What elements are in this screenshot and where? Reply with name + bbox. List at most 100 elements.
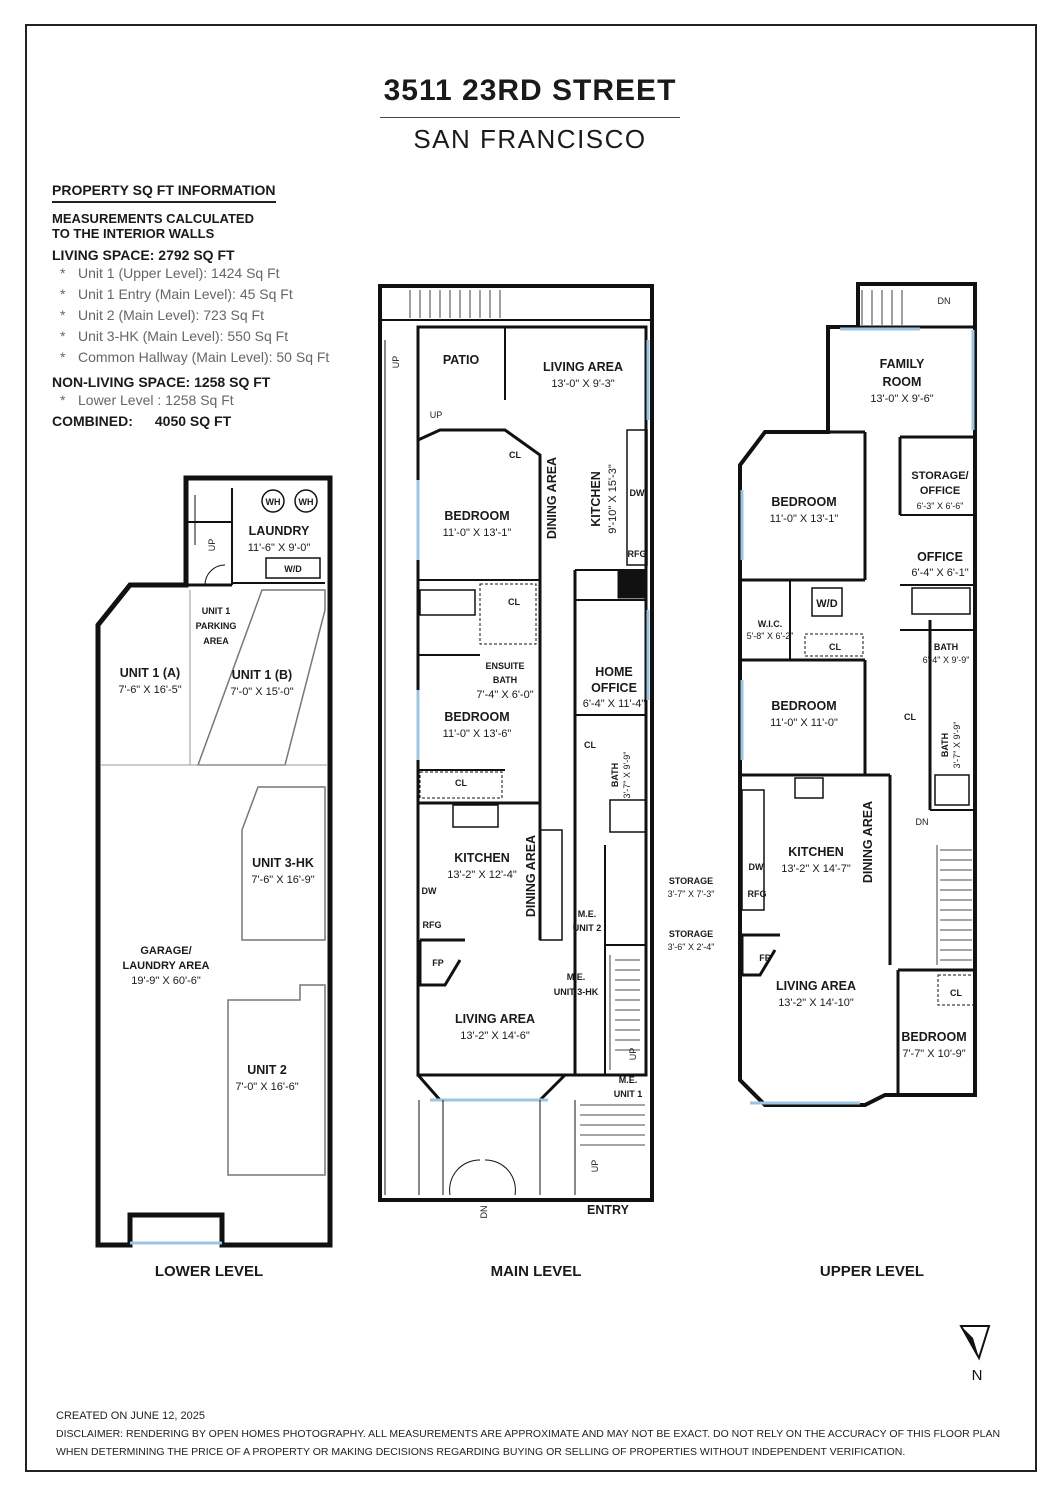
- room-label: GARAGE/: [140, 945, 191, 957]
- washer-dryer-label: W/D: [284, 564, 302, 574]
- room-label: KITCHEN: [454, 851, 510, 865]
- room-dimension: 9'-10" X 15'-3": [607, 464, 619, 534]
- non-living-space-item-text: Lower Level : 1258 Sq Ft: [78, 392, 234, 408]
- refrigerator-label: RFG: [628, 549, 647, 559]
- living-space-item: *Unit 1 Entry (Main Level): 45 Sq Ft: [60, 286, 293, 302]
- room-label: UNIT 2: [247, 1063, 287, 1077]
- disclaimer-line: WHEN DETERMINING THE PRICE OF A PROPERTY…: [56, 1446, 906, 1458]
- unit2-parking-outline: [227, 984, 326, 1176]
- combined-value: 4050 SQ FT: [154, 413, 232, 429]
- living-space-total: LIVING SPACE: 2792 SQ FT: [52, 247, 235, 263]
- disclaimer-line: DISCLAIMER: RENDERING BY OPEN HOMES PHOT…: [56, 1428, 1001, 1440]
- room-dimension: 13'-0" X 9'-3": [551, 378, 614, 390]
- lower-level-labels: LAUNDRY 11'-6" X 9'-0" WH WH W/D UP UNIT…: [118, 497, 314, 1093]
- main-kitchen-counter: [626, 429, 648, 566]
- room-dimension: 11'-6" X 9'-0": [248, 542, 311, 554]
- room-dimension: 3'-7" X 9'-9": [622, 752, 632, 799]
- main-level-labels: PATIO UP UP LIVING AREA 13'-0" X 9'-3" C…: [391, 353, 714, 1219]
- room-label: STORAGE/: [911, 470, 968, 482]
- fireplace-label: FP: [432, 958, 444, 968]
- room-label: UNIT 3-HK: [554, 987, 599, 997]
- room-label: LAUNDRY AREA: [123, 960, 210, 972]
- room-dimension: 11'-0" X 11'-0": [770, 717, 838, 729]
- main-column: [617, 569, 647, 599]
- main-level-label: MAIN LEVEL: [490, 1263, 582, 1280]
- living-space-item-text: Unit 2 (Main Level): 723 Sq Ft: [78, 307, 264, 323]
- upper-level-label: UPPER LEVEL: [819, 1263, 925, 1280]
- room-dimension: 7'-0" X 16'-6": [235, 1081, 298, 1093]
- room-label: LIVING AREA: [543, 360, 623, 374]
- main-closet-2: [419, 771, 503, 799]
- room-label: UNIT 1: [202, 606, 231, 616]
- room-dimension: 3'-7" X 9'-9": [952, 722, 962, 769]
- living-space-item: *Unit 3-HK (Main Level): 550 Sq Ft: [60, 328, 289, 344]
- room-dimension: 7'-0" X 15'-0": [230, 686, 293, 698]
- city-subtitle: SAN FRANCISCO: [413, 124, 647, 154]
- sqft-note: MEASUREMENTS CALCULATED TO THE INTERIOR …: [52, 211, 372, 241]
- stair-down-label: DN: [916, 817, 929, 827]
- lower-level-outline: [95, 475, 333, 1248]
- room-label: FAMILY: [880, 357, 925, 371]
- room-dimension: 5'-8" X 6'-2": [747, 631, 794, 641]
- living-space-item-text: Unit 1 Entry (Main Level): 45 Sq Ft: [78, 286, 293, 302]
- refrigerator-label: RFG: [423, 920, 442, 930]
- room-label: BATH: [493, 675, 517, 685]
- sqft-note-line: TO THE INTERIOR WALLS: [52, 226, 215, 241]
- room-label: OFFICE: [917, 550, 963, 564]
- room-label: STORAGE: [669, 929, 713, 939]
- main-dining-counter: [539, 829, 563, 941]
- closet-label: CL: [904, 712, 916, 722]
- sqft-info-heading: PROPERTY SQ FT INFORMATION: [52, 182, 276, 203]
- room-label: DINING AREA: [524, 835, 538, 917]
- room-dimension: 6'-4" X 9'-9": [923, 655, 970, 665]
- room-label: UNIT 1: [614, 1089, 643, 1099]
- main-interior-outline: [416, 325, 648, 1077]
- non-living-space-total: NON-LIVING SPACE: 1258 SQ FT: [52, 374, 271, 390]
- upper-lower-stair: [936, 845, 972, 965]
- room-dimension: 7'-6" X 16'-9": [251, 874, 314, 886]
- room-label: BEDROOM: [901, 1030, 966, 1044]
- stair-up-label: UP: [590, 1160, 600, 1173]
- room-label: PARKING: [196, 621, 237, 631]
- room-label: BEDROOM: [444, 710, 509, 724]
- room-label: KITCHEN: [788, 845, 844, 859]
- main-lower-stair: [609, 955, 640, 1070]
- room-label: ENSUITE: [485, 661, 524, 671]
- upper-closet-2: [937, 974, 975, 1006]
- main-fireplace-wall: [418, 938, 465, 987]
- room-dimension: 13'-2" X 14'-6": [460, 1030, 530, 1042]
- room-label: DINING AREA: [861, 801, 875, 883]
- footer: CREATED ON JUNE 12, 2025 DISCLAIMER: REN…: [56, 1407, 1016, 1461]
- upper-cooktop: [794, 777, 824, 799]
- closet-label: CL: [455, 778, 467, 788]
- room-label: UNIT 2: [573, 923, 602, 933]
- north-arrow: N: [955, 1320, 995, 1386]
- room-label: LIVING AREA: [455, 1012, 535, 1026]
- living-space-item-text: Unit 1 (Upper Level): 1424 Sq Ft: [78, 265, 280, 281]
- room-label: PATIO: [443, 353, 480, 367]
- upper-shower: [934, 774, 970, 806]
- room-dimension: 11'-0" X 13'-1": [770, 513, 839, 525]
- room-label: BEDROOM: [771, 699, 836, 713]
- room-label: UNIT 3-HK: [252, 856, 314, 870]
- room-dimension: 6'-4" X 11'-4": [583, 698, 646, 710]
- dishwasher-label: DW: [749, 862, 764, 872]
- room-dimension: 7'-4" X 6'-0": [476, 689, 533, 701]
- room-label: KITCHEN: [589, 471, 603, 527]
- upper-level-plan: [738, 282, 977, 1107]
- stair-down-label: DN: [479, 1206, 489, 1219]
- room-dimension: 11'-0" X 13'-6": [443, 728, 512, 740]
- refrigerator-label: RFG: [748, 889, 767, 899]
- room-dimension: 13'-2" X 12'-4": [447, 869, 517, 881]
- unit1b-parking-outline: [196, 589, 326, 766]
- water-heater: [294, 489, 318, 513]
- room-label: M.E.: [567, 972, 586, 982]
- main-closet: [479, 583, 537, 645]
- room-dimension: 13'-0" X 9'-6": [870, 393, 933, 405]
- room-dimension: 13'-2" X 14'-10": [778, 997, 854, 1009]
- room-label: M.E.: [619, 1075, 638, 1085]
- fireplace-label: FP: [759, 953, 771, 963]
- room-dimension: 6'-3" X 6'-6": [917, 501, 964, 511]
- room-label: BATH: [940, 733, 950, 757]
